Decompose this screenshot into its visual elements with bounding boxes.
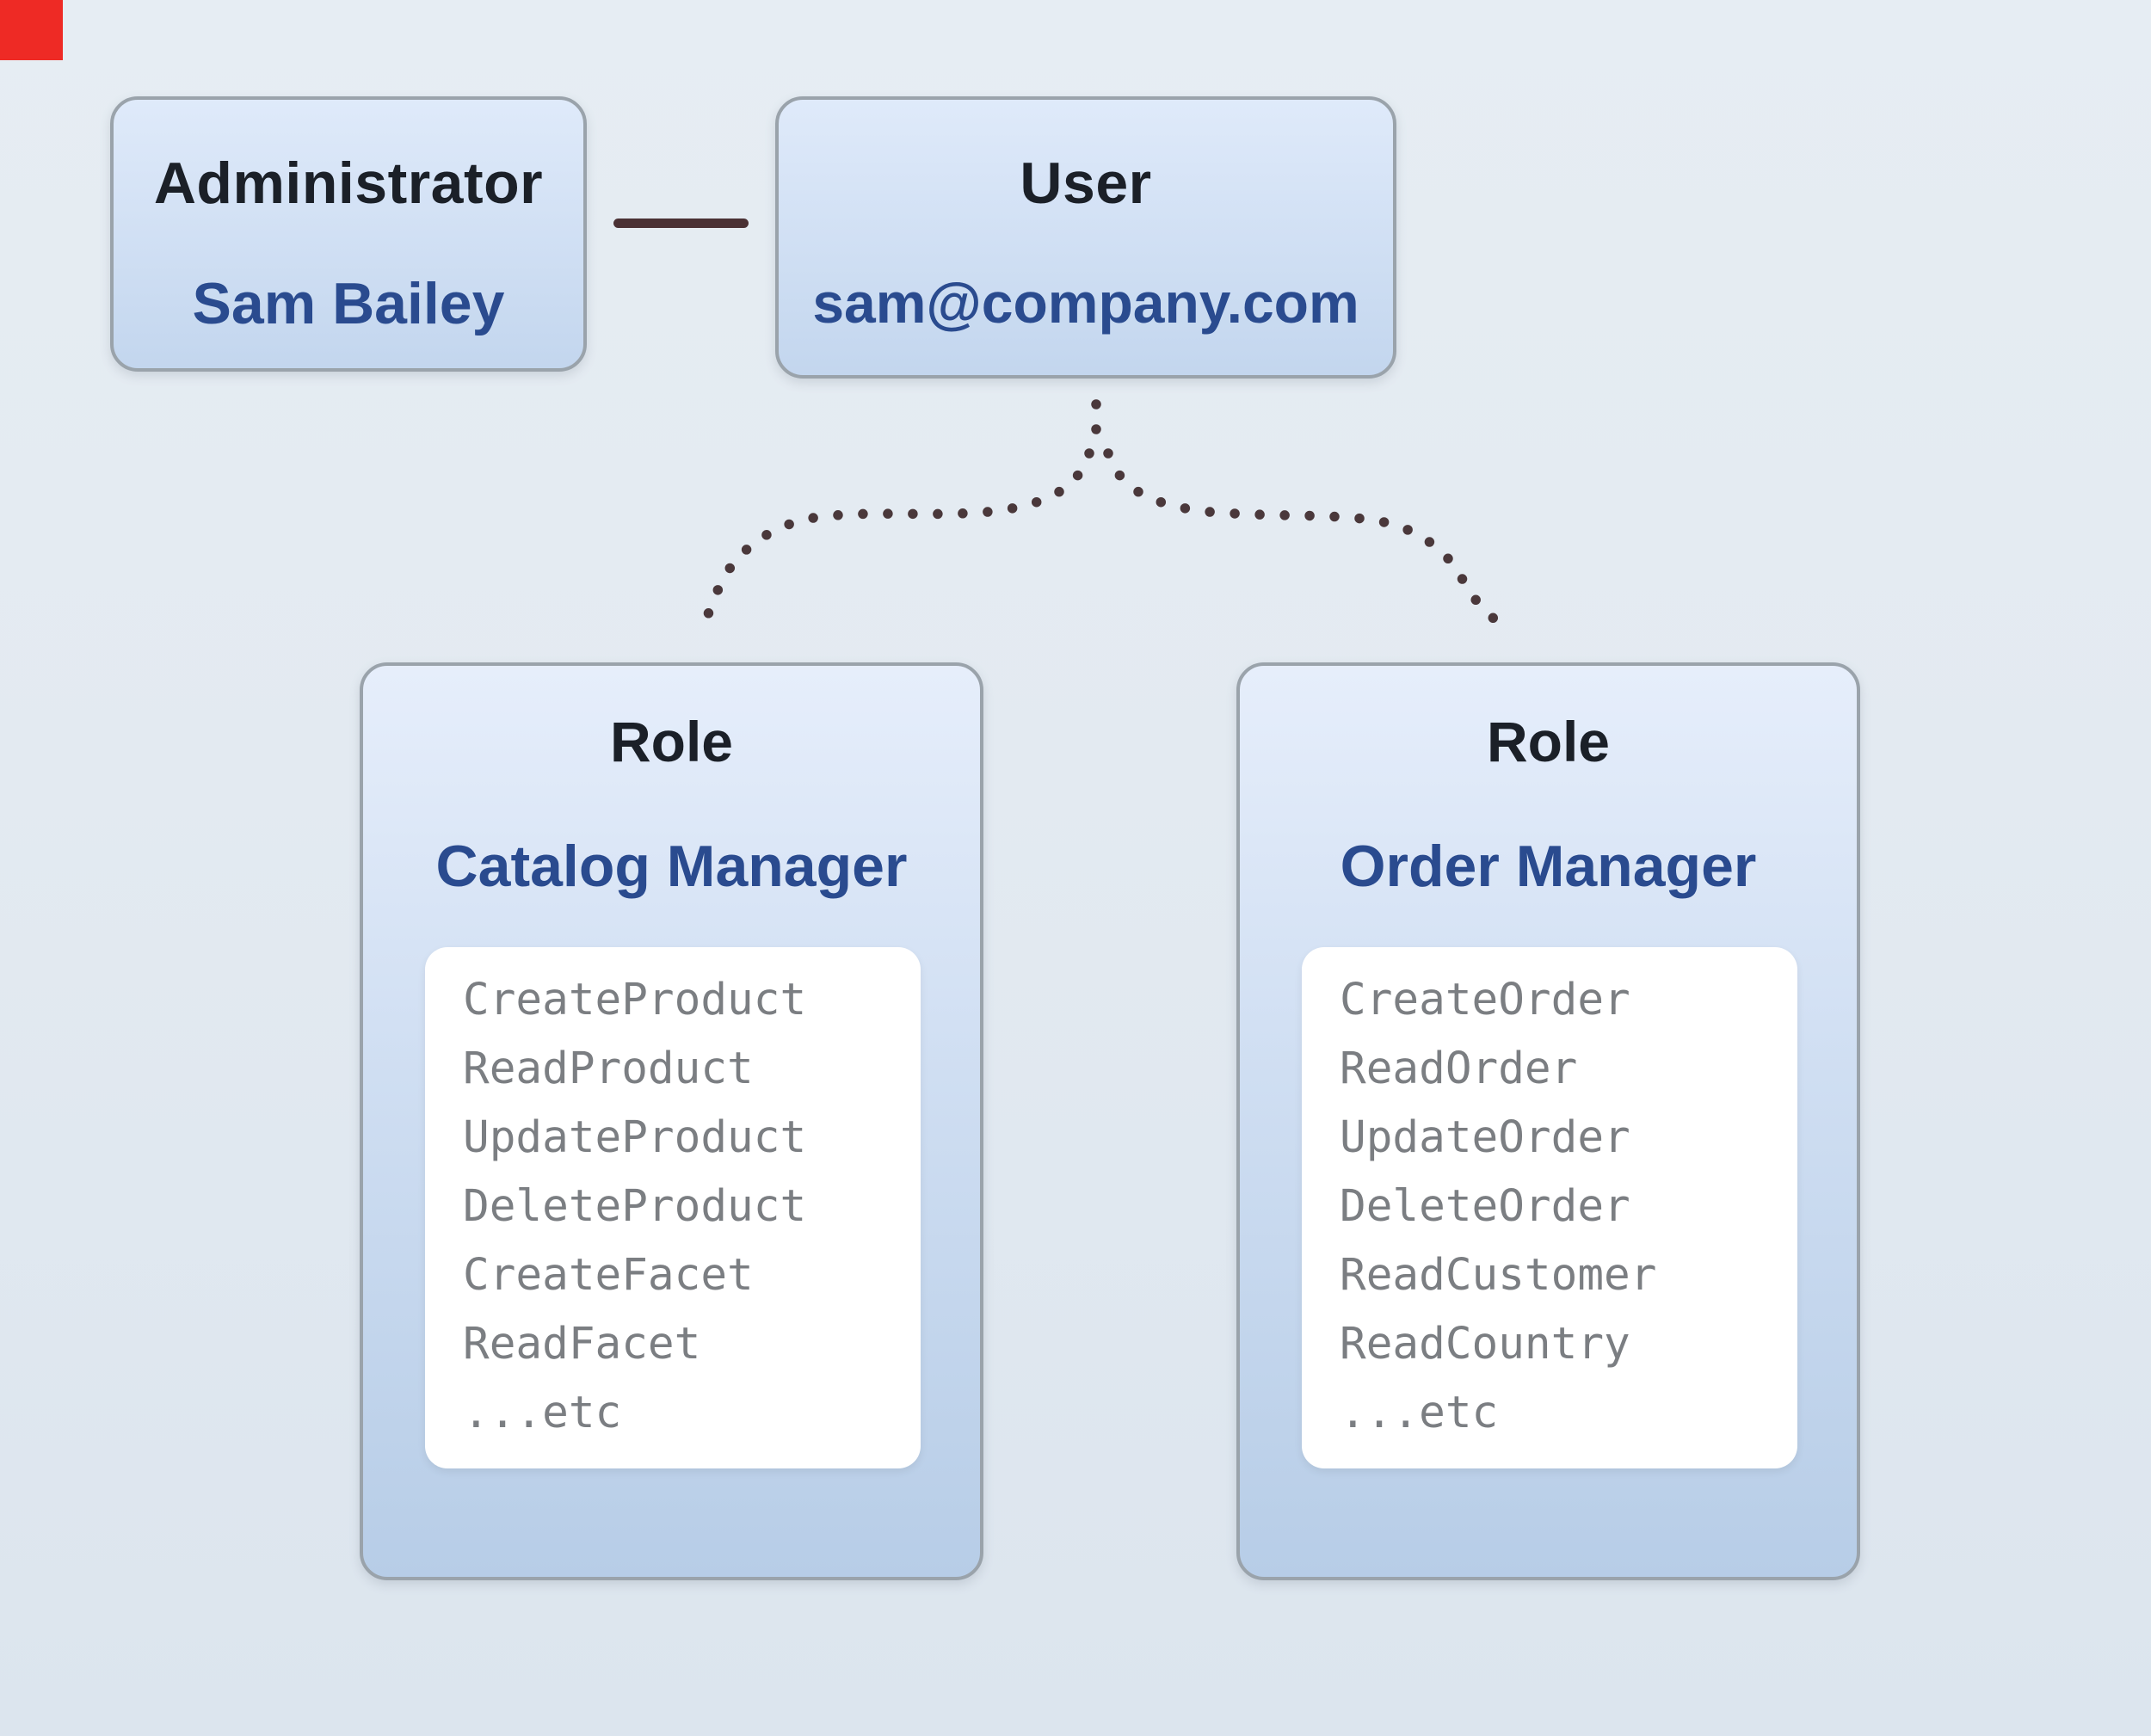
recording-indicator-square	[0, 0, 63, 60]
permission-item: ReadOrder	[1340, 1043, 1578, 1094]
permission-item: UpdateOrder	[1340, 1112, 1630, 1163]
role-card-title: Role	[609, 710, 734, 773]
permission-item: CreateOrder	[1340, 975, 1630, 1025]
permission-item: CreateProduct	[463, 975, 807, 1025]
role-name-catalog-manager: Catalog Manager	[435, 834, 908, 899]
administrator-card: Administrator Sam Bailey	[110, 96, 587, 372]
permission-item: DeleteProduct	[463, 1181, 807, 1232]
user-card-title: User	[1020, 151, 1152, 216]
permission-item: ...etc	[1340, 1388, 1499, 1438]
administrator-card-title: Administrator	[153, 151, 544, 216]
administrator-name: Sam Bailey	[192, 271, 505, 336]
permission-item: ReadProduct	[463, 1043, 754, 1094]
role-card-title: Role	[1486, 710, 1611, 773]
user-email: sam@company.com	[812, 271, 1359, 335]
user-card: User sam@company.com	[775, 96, 1396, 379]
dotted-branch-right	[1103, 448, 1504, 630]
permission-item: ReadCustomer	[1340, 1250, 1657, 1301]
dotted-branch-left	[700, 448, 1094, 630]
permission-item: CreateFacet	[463, 1250, 754, 1301]
permission-item: ReadFacet	[463, 1319, 701, 1370]
admin-user-connector-line	[613, 219, 749, 228]
role-name-order-manager: Order Manager	[1340, 834, 1757, 899]
permission-item: DeleteOrder	[1340, 1181, 1630, 1232]
permission-item: UpdateProduct	[463, 1112, 807, 1163]
permission-item: ReadCountry	[1340, 1319, 1630, 1370]
permission-item: ...etc	[463, 1388, 622, 1438]
